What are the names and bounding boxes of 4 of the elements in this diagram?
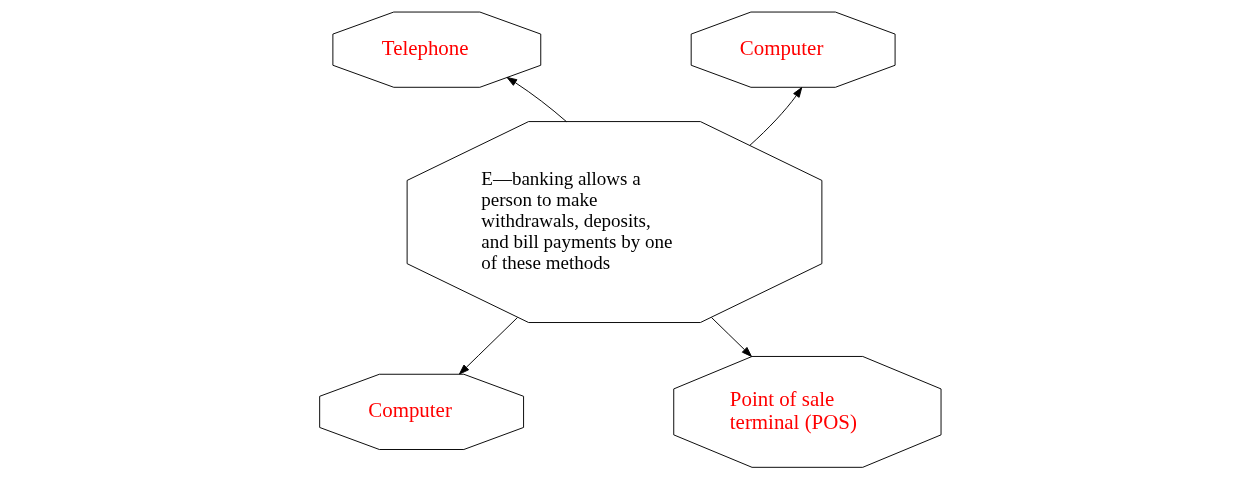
arrow (506, 76, 567, 123)
arrow (748, 87, 802, 146)
arrow (458, 317, 518, 375)
arrow (710, 317, 752, 357)
